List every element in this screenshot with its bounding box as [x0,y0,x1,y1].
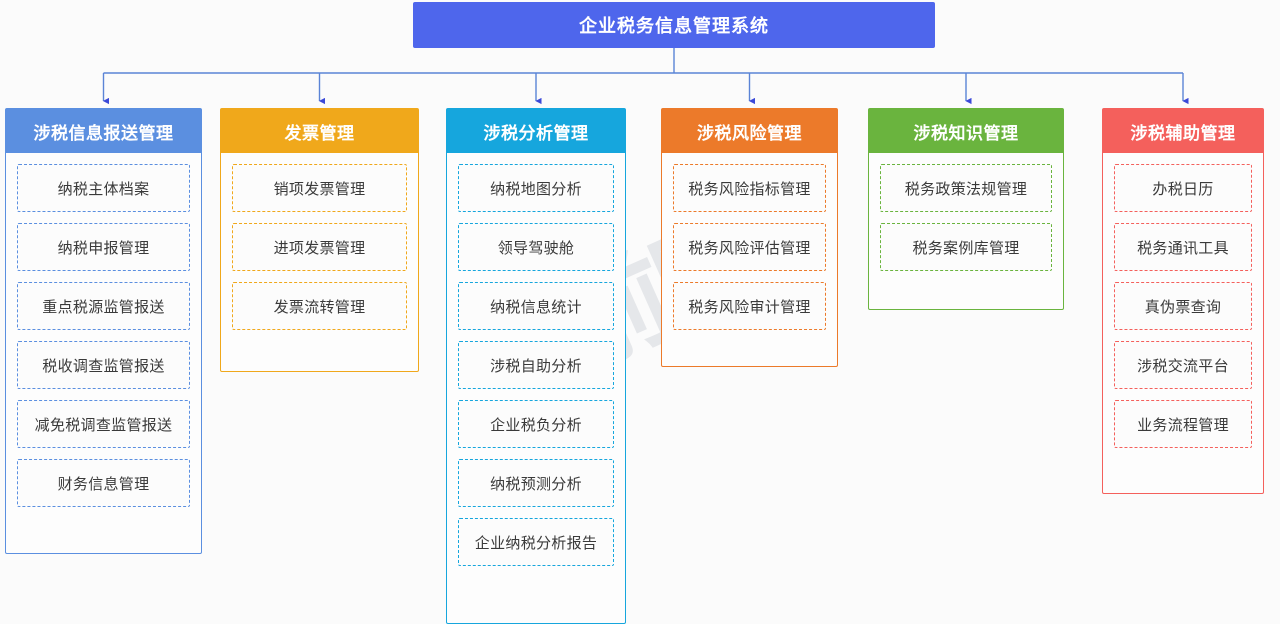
column-涉税知识管理[interactable]: 涉税知识管理 税务政策法规管理税务案例库管理 [868,108,1064,310]
column-body: 纳税地图分析领导驾驶舱纳税信息统计涉税自助分析企业税负分析纳税预测分析企业纳税分… [447,153,625,623]
leaf-node[interactable]: 纳税地图分析 [458,164,614,212]
column-header: 涉税知识管理 [869,109,1063,153]
leaf-node[interactable]: 涉税自助分析 [458,341,614,389]
column-涉税信息报送管理[interactable]: 涉税信息报送管理 纳税主体档案纳税申报管理重点税源监管报送税收调查监管报送减免税… [5,108,202,554]
leaf-node[interactable]: 税收调查监管报送 [17,341,190,389]
leaf-node[interactable]: 企业税负分析 [458,400,614,448]
leaf-node[interactable]: 销项发票管理 [232,164,407,212]
column-body: 销项发票管理进项发票管理发票流转管理 [221,153,418,371]
column-header: 涉税分析管理 [447,109,625,153]
leaf-node[interactable]: 税务风险评估管理 [673,223,826,271]
column-body: 办税日历税务通讯工具真伪票查询涉税交流平台业务流程管理 [1103,153,1263,493]
leaf-node[interactable]: 发票流转管理 [232,282,407,330]
column-发票管理[interactable]: 发票管理 销项发票管理进项发票管理发票流转管理 [220,108,419,372]
leaf-node[interactable]: 税务案例库管理 [880,223,1052,271]
column-header: 涉税信息报送管理 [6,109,201,153]
column-涉税风险管理[interactable]: 涉税风险管理 税务风险指标管理税务风险评估管理税务风险审计管理 [661,108,838,367]
leaf-node[interactable]: 减免税调查监管报送 [17,400,190,448]
column-body: 税务风险指标管理税务风险评估管理税务风险审计管理 [662,153,837,366]
root-node-label: 企业税务信息管理系统 [579,16,769,36]
leaf-node[interactable]: 办税日历 [1114,164,1252,212]
leaf-node[interactable]: 税务政策法规管理 [880,164,1052,212]
leaf-node[interactable]: 业务流程管理 [1114,400,1252,448]
leaf-node[interactable]: 进项发票管理 [232,223,407,271]
leaf-node[interactable]: 真伪票查询 [1114,282,1252,330]
leaf-node[interactable]: 纳税申报管理 [17,223,190,271]
leaf-node[interactable]: 税务通讯工具 [1114,223,1252,271]
column-body: 税务政策法规管理税务案例库管理 [869,153,1063,309]
column-body: 纳税主体档案纳税申报管理重点税源监管报送税收调查监管报送减免税调查监管报送财务信… [6,153,201,553]
leaf-node[interactable]: 纳税信息统计 [458,282,614,330]
leaf-node[interactable]: 税务风险审计管理 [673,282,826,330]
leaf-node[interactable]: 纳税主体档案 [17,164,190,212]
leaf-node[interactable]: 纳税预测分析 [458,459,614,507]
leaf-node[interactable]: 税务风险指标管理 [673,164,826,212]
column-涉税分析管理[interactable]: 涉税分析管理 纳税地图分析领导驾驶舱纳税信息统计涉税自助分析企业税负分析纳税预测… [446,108,626,624]
leaf-node[interactable]: 重点税源监管报送 [17,282,190,330]
leaf-node[interactable]: 涉税交流平台 [1114,341,1252,389]
column-header: 发票管理 [221,109,418,153]
leaf-node[interactable]: 财务信息管理 [17,459,190,507]
leaf-node[interactable]: 企业纳税分析报告 [458,518,614,566]
column-header: 涉税辅助管理 [1103,109,1263,153]
column-涉税辅助管理[interactable]: 涉税辅助管理 办税日历税务通讯工具真伪票查询涉税交流平台业务流程管理 [1102,108,1264,494]
leaf-node[interactable]: 领导驾驶舱 [458,223,614,271]
root-node[interactable]: 企业税务信息管理系统 [413,2,935,48]
column-header: 涉税风险管理 [662,109,837,153]
